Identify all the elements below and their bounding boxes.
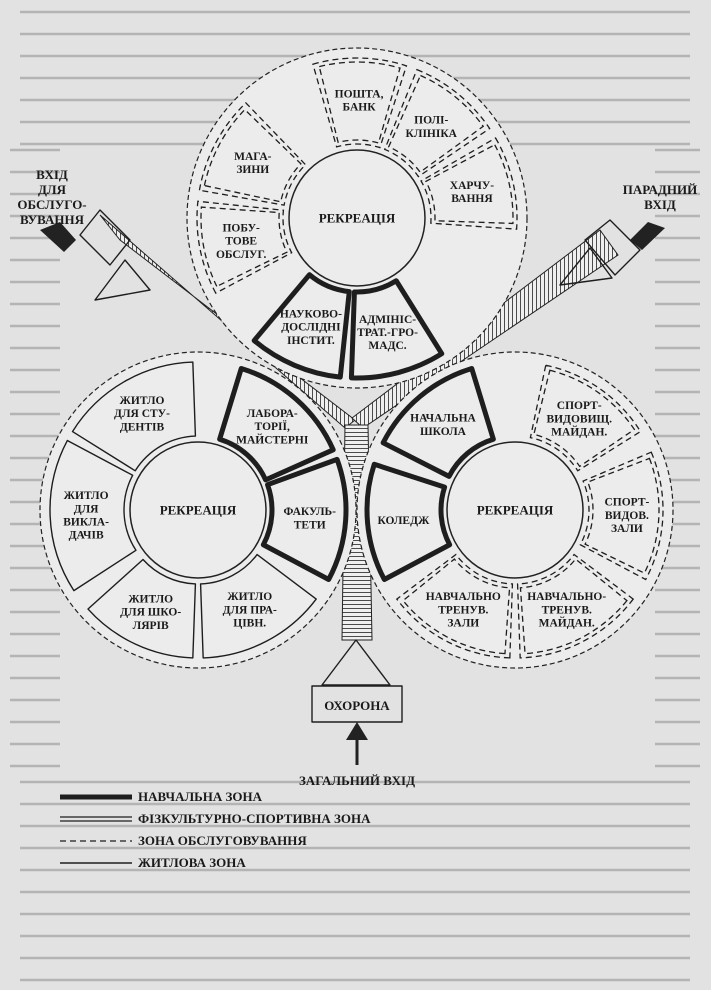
recreation-label-top: РЕКРЕАЦІЯ <box>319 211 396 226</box>
zone-label-right-0: СПОРТ-ВИДОВИЩ.МАЙДАН. <box>546 400 612 438</box>
legend-item-3: ЖИТЛОВА ЗОНА <box>60 855 246 870</box>
ring-top <box>186 47 528 389</box>
zone-top-2 <box>420 137 518 230</box>
legend: НАВЧАЛЬНА ЗОНА ФІЗКУЛЬТУРНО-СПОРТИВНА ЗОН… <box>60 789 371 870</box>
zone-label-right-4: КОЛЕДЖ <box>377 515 430 527</box>
zone-top-5 <box>196 200 293 294</box>
zone-right-5 <box>380 365 496 479</box>
zone-right-1 <box>579 451 664 581</box>
zone-left-2 <box>199 553 317 659</box>
zone-label-top-2: ХАРЧУ-ВАННЯ <box>450 180 495 205</box>
zone-top-6 <box>198 101 307 206</box>
zone-label-top-0: ПОШТА,БАНК <box>335 88 384 113</box>
zone-right-2 <box>516 553 635 659</box>
zone-left-0 <box>217 365 336 483</box>
triangle-left <box>94 259 151 301</box>
legend-item-2: ЗОНА ОБСЛУГОВУВАННЯ <box>60 833 307 848</box>
recreation-label-right: РЕКРЕАЦІЯ <box>477 503 554 518</box>
legend-label-2: ЗОНА ОБСЛУГОВУВАННЯ <box>138 833 307 848</box>
zone-label-left-1: ФАКУЛЬ-ТЕТИ <box>283 506 336 531</box>
zone-left-4 <box>49 439 137 592</box>
entrance-triangle-main <box>321 639 391 686</box>
entrance-block-left <box>40 209 131 266</box>
zone-right-3 <box>395 553 514 659</box>
guard-label: ОХОРОНА <box>324 698 390 713</box>
entrance-block-right <box>559 219 665 286</box>
legend-label-3: ЖИТЛОВА ЗОНА <box>138 855 246 870</box>
main-entrance-label: ЗАГАЛЬНИЙ ВХІД <box>299 773 415 788</box>
legend-item-0: НАВЧАЛЬНА ЗОНА <box>60 789 263 804</box>
zone-left-5 <box>71 361 197 472</box>
zone-right-0 <box>529 364 642 472</box>
zone-label-top-3: АДМІНІС-ТРАТ.-ГРО-МАДС. <box>357 314 418 352</box>
zone-label-top-1: ПОЛІ-КЛІНІКА <box>406 115 458 140</box>
zone-label-left-0: ЛАБОРА-ТОРІЇ,МАЙСТЕРНІ <box>236 408 309 446</box>
legend-item-1: ФІЗКУЛЬТУРНО-СПОРТИВНА ЗОНА <box>60 811 371 826</box>
main-entrance-arrow <box>346 722 368 765</box>
background-text-lines <box>10 10 700 982</box>
legend-label-1: ФІЗКУЛЬТУРНО-СПОРТИВНА ЗОНА <box>138 811 371 826</box>
zone-left-3 <box>87 558 197 659</box>
zone-label-right-1: СПОРТ-ВИДОВ.ЗАЛИ <box>604 497 649 535</box>
zone-right-4 <box>364 461 453 582</box>
zone-top-0 <box>312 57 408 149</box>
ring-right <box>356 351 674 669</box>
zone-top-1 <box>383 68 491 178</box>
recreation-label-left: РЕКРЕАЦІЯ <box>160 503 237 518</box>
zone-top-3 <box>348 278 445 381</box>
legend-label-0: НАВЧАЛЬНА ЗОНА <box>138 789 263 804</box>
zone-left-1 <box>260 456 349 582</box>
zone-label-top-6: МАГА-ЗИНИ <box>234 151 272 176</box>
zone-label-right-2: НАВЧАЛЬНО-ТРЕНУВ.МАЙДАН. <box>527 591 606 629</box>
zone-top-4 <box>251 272 352 380</box>
ring-left <box>39 351 357 669</box>
